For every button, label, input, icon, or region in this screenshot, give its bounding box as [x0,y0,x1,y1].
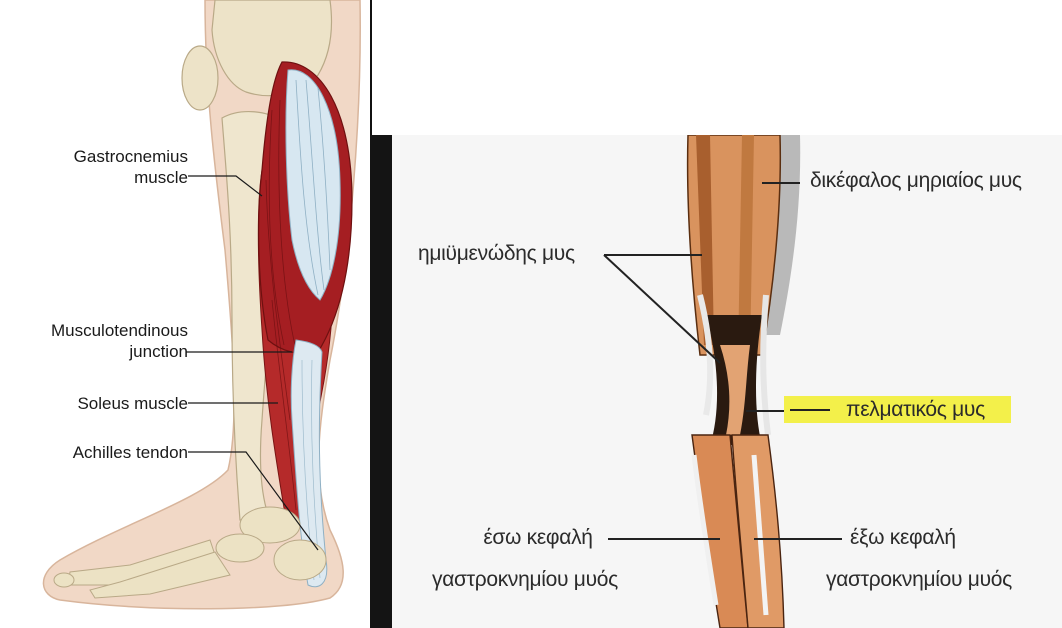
soleus-label: Soleus muscle [10,393,188,414]
gastrocnemius-label-line1: Gastrocnemius [74,147,188,166]
medial-head-label-line2: γαστροκνημίου μυός [432,567,618,593]
patella-bone [182,46,218,110]
gastrocnemius-label: Gastrocnemius muscle [30,146,188,188]
panel-divider [370,135,392,628]
posterior-knee-panel: δικέφαλος μηριαίος μυς ημιϋμενώδης μυς π… [370,135,1062,628]
plantaris-label: πελματικός μυς [784,397,1011,423]
lateral-head-label-line2: γαστροκνημίου μυός [826,567,1012,593]
calf-illustration [0,0,370,628]
plantaris-highlight: πελματικός μυς [784,396,1011,423]
mtj-label-line1: Musculotendinous [51,321,188,340]
semimembranosus-label: ημιϋμενώδης μυς [418,241,575,267]
mtj-label-line2: junction [129,342,188,361]
lateral-tendon [763,295,768,435]
plantaris-label-text: πελματικός μυς [846,398,985,421]
plantaris-highlight-rule [790,409,830,411]
calf-illustration-panel: Gastrocnemius muscle Musculotendinous ju… [0,0,372,628]
medial-head-label-line1: έσω κεφαλή [483,526,592,549]
achilles-label: Achilles tendon [10,442,188,463]
lateral-head-label-line1: έξω κεφαλή [850,526,956,549]
biceps-femoris-label: δικέφαλος μηριαίος μυς [810,168,1022,194]
lateral-head-label: έξω κεφαλή [850,525,956,551]
posterior-knee-illustration [370,135,1062,628]
musculotendinous-junction-label: Musculotendinous junction [10,320,188,362]
medial-head-label: έσω κεφαλή [470,525,606,551]
gastrocnemius-label-line2: muscle [134,168,188,187]
